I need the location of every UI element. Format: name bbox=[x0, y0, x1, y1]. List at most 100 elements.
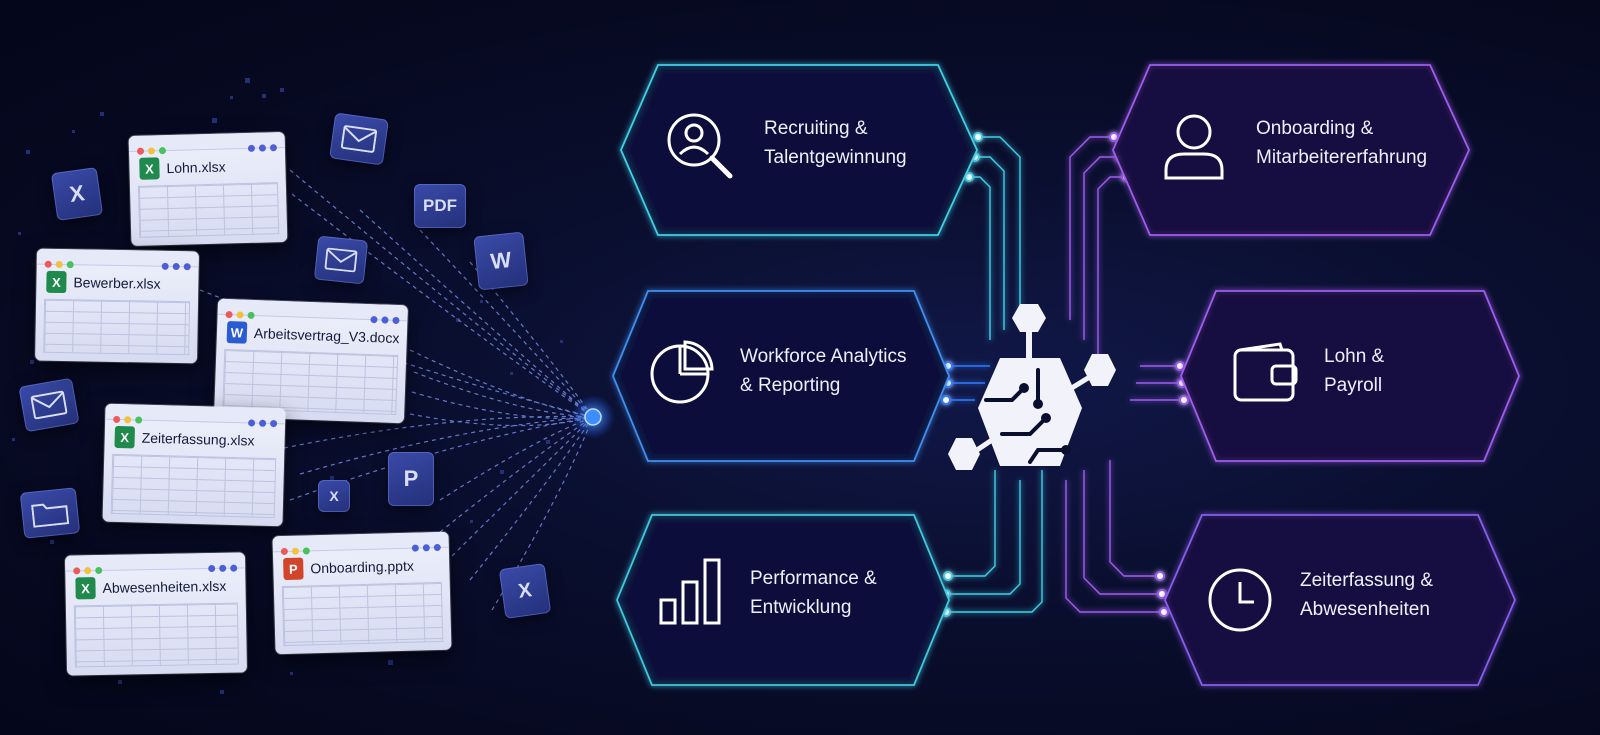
trace-port bbox=[941, 395, 951, 405]
excel-icon: X bbox=[75, 577, 96, 600]
module-recruiting[interactable]: Recruiting & Talentgewinnung bbox=[620, 64, 978, 236]
excel-icon: X bbox=[46, 270, 67, 294]
file-name: Abwesenheiten.xlsx bbox=[102, 577, 227, 596]
module-title-line1: Recruiting & bbox=[764, 118, 868, 139]
excel-icon: X bbox=[318, 480, 350, 512]
trace-port bbox=[1155, 571, 1165, 581]
dashed-flow-line bbox=[439, 416, 594, 533]
module-performance[interactable]: Performance & Entwicklung bbox=[616, 514, 950, 686]
trace-port bbox=[1159, 607, 1169, 617]
excel-icon-label: X bbox=[516, 578, 534, 603]
circuit-trace bbox=[1069, 136, 1114, 320]
powerpoint-icon: P bbox=[388, 452, 434, 506]
hexagon-frame bbox=[612, 290, 950, 462]
dashed-flow-line bbox=[469, 416, 594, 581]
powerpoint-icon: P bbox=[283, 557, 304, 581]
module-onboarding[interactable]: Onboarding & Mitarbeitererfahrung bbox=[1112, 64, 1470, 236]
file-name: Bewerber.xlsx bbox=[73, 274, 161, 292]
circuit-trace bbox=[946, 470, 1043, 613]
dashed-flow-line bbox=[283, 415, 594, 449]
excel-icon-label: X bbox=[329, 488, 339, 504]
trace-port bbox=[1175, 361, 1185, 371]
excel-icon: X bbox=[114, 425, 135, 449]
hexagon-frame bbox=[620, 64, 978, 236]
dashed-flow-line bbox=[409, 349, 594, 418]
excel-icon: X bbox=[139, 157, 160, 180]
spreadsheet-grid bbox=[73, 602, 239, 668]
folder-icon bbox=[19, 487, 81, 539]
dashed-flow-line bbox=[289, 169, 594, 418]
module-title-line1: Onboarding & bbox=[1256, 118, 1374, 139]
circuit-trace bbox=[946, 480, 1021, 595]
module-title-line2: Mitarbeitererfahrung bbox=[1256, 147, 1428, 168]
circuit-trace bbox=[1083, 156, 1120, 340]
envelope-icon bbox=[18, 377, 80, 433]
hexagon-frame bbox=[1180, 290, 1520, 462]
circuit-trace bbox=[1097, 176, 1126, 362]
module-title-line2: & Reporting bbox=[740, 375, 841, 396]
trace-port bbox=[1157, 589, 1167, 599]
module-title-line2: Payroll bbox=[1324, 375, 1383, 396]
file-name: Zeiterfassung.xlsx bbox=[141, 429, 255, 449]
trace-port bbox=[1179, 395, 1189, 405]
bar-chart-icon bbox=[659, 558, 721, 625]
circuit-trace bbox=[948, 470, 996, 577]
circuit-trace bbox=[1109, 460, 1160, 577]
module-payroll[interactable]: Lohn & Payroll bbox=[1180, 290, 1520, 462]
wallet-icon bbox=[1233, 342, 1298, 402]
dashed-flow-line bbox=[289, 416, 594, 501]
file-name: Lohn.xlsx bbox=[166, 158, 226, 177]
module-title-line1: Zeiterfassung & bbox=[1300, 570, 1434, 591]
module-title-line2: Entwicklung bbox=[750, 597, 852, 618]
search-person-icon bbox=[667, 113, 733, 179]
document-lines bbox=[222, 348, 399, 416]
envelope-icon bbox=[329, 112, 389, 166]
pie-chart-icon bbox=[650, 340, 714, 404]
circuit-trace bbox=[969, 176, 991, 340]
hexagon-frame bbox=[1164, 514, 1516, 686]
module-title-line2: Abwesenheiten bbox=[1300, 599, 1430, 620]
spreadsheet-grid bbox=[110, 453, 277, 519]
module-title-line1: Performance & bbox=[750, 568, 877, 589]
excel-icon-label: X bbox=[67, 180, 86, 207]
pdf-label: PDF bbox=[423, 196, 457, 215]
dashed-flow-line bbox=[291, 193, 594, 418]
word-icon-label: W bbox=[489, 246, 513, 275]
spreadsheet-grid bbox=[43, 298, 191, 356]
excel-icon: X bbox=[50, 167, 104, 221]
hexagon-frame bbox=[1112, 64, 1470, 236]
circuit-trace bbox=[975, 156, 1005, 330]
file-name: Onboarding.pptx bbox=[310, 557, 415, 577]
envelope-icon bbox=[313, 235, 369, 285]
trace-port bbox=[973, 132, 983, 142]
hexagon-frame bbox=[616, 514, 950, 686]
circuit-trace bbox=[1065, 480, 1164, 613]
module-workforce-analytics[interactable]: Workforce Analytics & Reporting bbox=[612, 290, 950, 462]
file-window-lohn[interactable]: X Lohn.xlsx bbox=[128, 131, 288, 247]
file-name: Arbeitsvertrag_V3.docx bbox=[253, 324, 400, 347]
dashed-flow-line bbox=[409, 413, 594, 427]
module-time-tracking[interactable]: Zeiterfassung & Abwesenheiten bbox=[1164, 514, 1516, 686]
circuit-trace bbox=[978, 136, 1021, 320]
pdf-icon: PDF bbox=[414, 184, 466, 228]
file-window-abwesenheiten[interactable]: X Abwesenheiten.xlsx bbox=[64, 552, 248, 676]
module-title-line2: Talentgewinnung bbox=[764, 147, 907, 168]
word-icon: W bbox=[473, 231, 529, 291]
module-title-line1: Lohn & bbox=[1324, 346, 1385, 367]
file-window-zeiterfassung[interactable]: X Zeiterfassung.xlsx bbox=[102, 403, 286, 527]
dashed-flow-line bbox=[359, 209, 594, 418]
spreadsheet-grid bbox=[137, 182, 280, 238]
module-title-line1: Workforce Analytics bbox=[740, 346, 907, 367]
ai-circuit-hub-icon bbox=[948, 304, 1116, 470]
dashed-flow-line bbox=[439, 416, 594, 501]
file-window-onboarding[interactable]: P Onboarding.pptx bbox=[272, 531, 452, 655]
dashed-flow-line bbox=[411, 391, 594, 419]
clock-icon bbox=[1208, 568, 1272, 632]
file-window-bewerber[interactable]: X Bewerber.xlsx bbox=[35, 248, 199, 364]
focal-node bbox=[584, 408, 602, 426]
excel-icon: X bbox=[498, 563, 552, 619]
dashed-flow-line bbox=[299, 416, 594, 475]
